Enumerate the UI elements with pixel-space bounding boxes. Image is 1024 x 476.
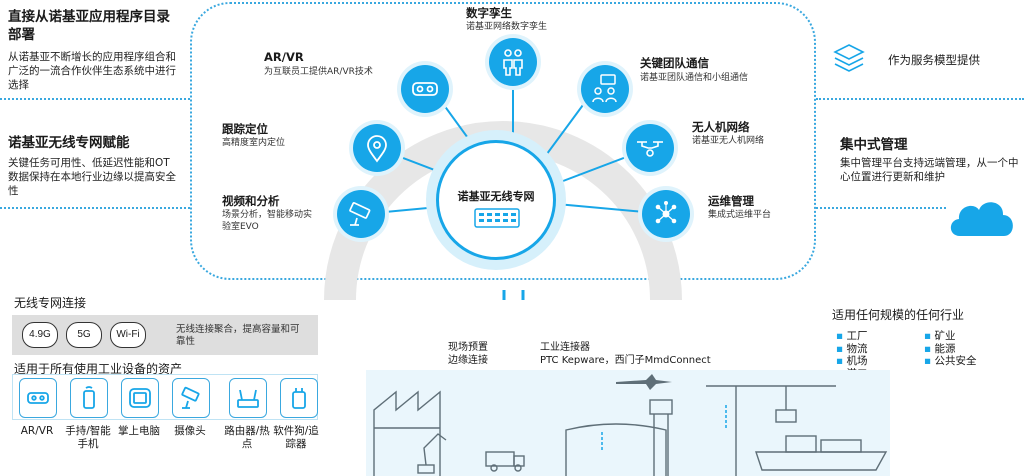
central-mgmt-title: 集中式管理 xyxy=(840,137,908,153)
deploy-title: 直接从诺基亚应用程序目录部署 xyxy=(8,9,170,43)
drone-title: 无人机网络 xyxy=(692,120,750,134)
layers-icon xyxy=(833,44,865,72)
digital-twin-sub: 诺基亚网络数字孪生 xyxy=(466,22,548,32)
divider-line xyxy=(0,207,190,209)
assets-title: 适用于所有使用工业设备的资产 xyxy=(14,362,183,376)
industry-item: ▪ 物流 xyxy=(836,342,868,355)
camera-icon xyxy=(337,190,385,238)
industry-item: ▪ 能源 xyxy=(924,342,956,355)
enable-body: 关键任务可用性、低延迟性能和OT数据保持在本地行业边缘以提高安全性 xyxy=(8,157,176,197)
industrial-scene xyxy=(366,370,890,476)
dongle-icon xyxy=(292,388,306,409)
divider-line xyxy=(816,98,1024,100)
asset-router xyxy=(229,378,267,418)
pda-icon xyxy=(129,388,151,408)
deploy-body: 从诺基亚不断增长的应用程序组合和广泛的一流合作伙伴生态系统中进行选择 xyxy=(8,51,176,91)
asset-label: 手持/智能手机 xyxy=(65,425,111,450)
ops-title: 运维管理 xyxy=(708,194,754,208)
vr-headset-icon xyxy=(401,65,449,113)
digital-twin-icon xyxy=(489,38,537,86)
connectivity-title: 无线专网连接 xyxy=(14,296,87,310)
team-comm-sub: 诺基亚团队通信和小组通信 xyxy=(640,73,749,83)
server-icon xyxy=(474,208,520,228)
asset-arvr xyxy=(19,378,57,418)
central-mgmt-body: 集中管理平台支持远端管理，从一个中心位置进行更新和维护 xyxy=(840,157,1019,183)
tracking-title: 跟踪定位 xyxy=(222,122,268,136)
edge-label: 现场预置边缘连接 xyxy=(448,342,488,366)
industries-title: 适用任何规模的任何行业 xyxy=(832,308,965,322)
team-comm-title: 关键团队通信 xyxy=(640,56,709,70)
digital-twin-title: 数字孪生 xyxy=(466,6,512,20)
industry-item: ▪ 工厂 xyxy=(836,330,868,342)
cloud-icon xyxy=(950,202,1013,236)
drone-sub: 诺基亚无人机网络 xyxy=(692,136,765,146)
asset-label: 路由器/热点 xyxy=(224,425,270,450)
asset-dongle xyxy=(280,378,318,418)
divider-line xyxy=(0,98,190,100)
service-model-text: 作为服务模型提供 xyxy=(888,53,980,67)
location-pin-icon xyxy=(353,124,401,172)
arvr-title: AR/VR xyxy=(264,50,304,64)
chip-5g: 5G xyxy=(66,322,102,348)
arvr-sub: 为互联员工提供AR/VR技术 xyxy=(264,67,373,77)
industry-item: ▪ 矿业 xyxy=(924,330,956,342)
connectivity-panel xyxy=(12,315,318,355)
network-nodes-icon xyxy=(642,190,690,238)
asset-pda xyxy=(121,378,159,418)
team-chat-icon xyxy=(581,65,629,113)
asset-label: AR/VR xyxy=(20,425,54,437)
industries-right: ▪ 矿业 ▪ 能源 ▪ 公共安全 xyxy=(924,330,976,368)
asset-label: 掌上电脑 xyxy=(118,425,160,437)
camera-icon xyxy=(181,386,200,409)
handheld-icon xyxy=(83,386,95,409)
connectivity-desc: 无线连接聚合，提高容量和可靠性 xyxy=(176,324,300,347)
divider-line xyxy=(816,207,946,209)
video-title: 视频和分析 xyxy=(222,194,280,208)
router-icon xyxy=(237,389,259,408)
hub-circle xyxy=(436,140,556,260)
asset-handheld xyxy=(70,378,108,418)
connector-name: PTC Kepware，西门子MmdConnect xyxy=(540,355,711,366)
chip-4-9g: 4.9G xyxy=(22,322,58,348)
drone-icon xyxy=(626,124,674,172)
video-sub: 场景分析，智能移动实验室EVO xyxy=(222,210,313,232)
asset-label: 摄像头 xyxy=(174,425,206,437)
industry-item: ▪ 机场 xyxy=(836,355,868,367)
ops-sub: 集成式运维平台 xyxy=(708,210,772,220)
industry-item: ▪ 公共安全 xyxy=(924,355,977,367)
connector-label: 工业连接器 xyxy=(540,342,590,353)
assets-panel xyxy=(12,374,318,420)
asset-label: 软件狗/追踪器 xyxy=(273,425,319,450)
app-frame xyxy=(190,2,816,280)
enable-title: 诺基亚无线专网赋能 xyxy=(8,135,130,151)
chip-wifi: Wi-Fi xyxy=(110,322,146,348)
hub-title: 诺基亚无线专网 xyxy=(457,190,535,203)
asset-camera xyxy=(172,378,210,418)
vr-headset-icon xyxy=(27,392,49,404)
tracking-sub: 高精度室内定位 xyxy=(222,138,286,148)
